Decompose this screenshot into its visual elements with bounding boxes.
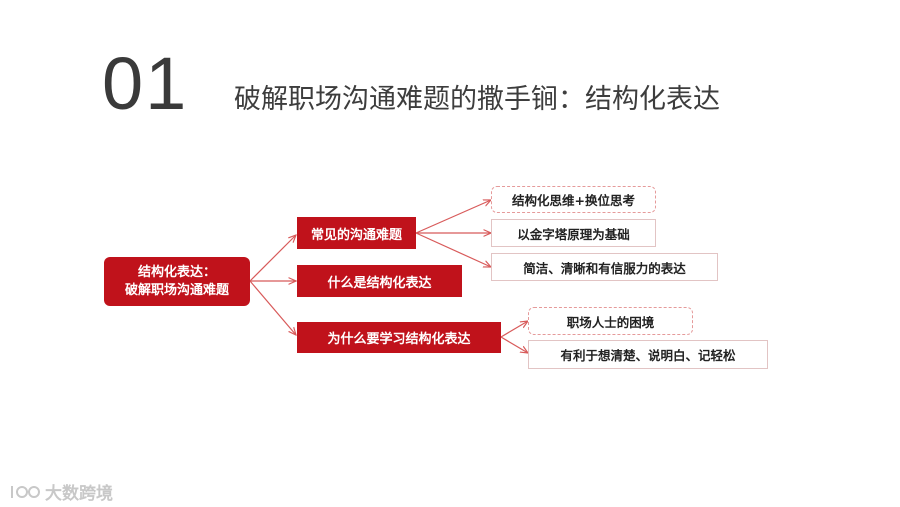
watermark: 大数跨境	[8, 479, 113, 504]
leaf-node: 有利于想清楚、说明白、记轻松	[528, 340, 768, 369]
connector-branch3-leaf2	[500, 336, 528, 353]
connector-branch1-leaf1	[415, 200, 491, 234]
watermark-text: 大数跨境	[45, 484, 113, 504]
leaf-node: 简洁、清晰和有信服力的表达	[491, 253, 718, 281]
root-node: 结构化表达： 破解职场沟通难题	[104, 257, 250, 306]
connector-root-branch3	[249, 280, 296, 335]
root-node-line1: 结构化表达：	[137, 264, 216, 280]
leaf-node: 以金字塔原理为基础	[491, 219, 656, 247]
root-node-line2: 破解职场沟通难题	[124, 282, 229, 298]
connector-branch3-leaf1	[500, 321, 528, 338]
leaf-node: 结构化思维+换位思考	[491, 186, 656, 213]
branch-node-common-problems: 常见的沟通难题	[297, 217, 416, 249]
branch-node-why-learn: 为什么要学习结构化表达	[297, 322, 501, 353]
section-number: 01	[102, 42, 189, 125]
section-title: 破解职场沟通难题的撒手锏：结构化表达	[234, 84, 720, 115]
logo-icon	[11, 485, 40, 498]
connector-branch1-leaf3	[415, 232, 491, 267]
connector-root-branch1	[249, 235, 296, 282]
branch-node-what-is: 什么是结构化表达	[297, 265, 462, 297]
leaf-node: 职场人士的困境	[528, 307, 693, 335]
